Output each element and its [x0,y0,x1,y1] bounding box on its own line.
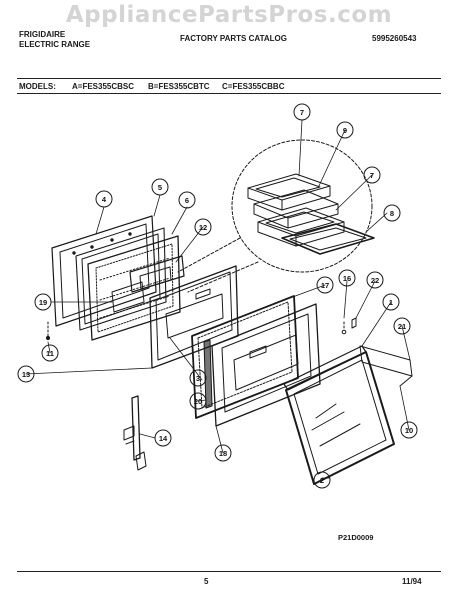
brand-label: FRIGIDAIRE [19,30,66,39]
door-wrapper-part-17 [191,295,299,419]
glass-pack-7-upper [247,173,331,211]
catalog-title: FACTORY PARTS CATALOG [180,34,287,43]
callout-8: 8 [390,209,394,218]
callout-7-lower: 7 [370,171,374,180]
insulation-part-6 [87,235,181,341]
callout-21: 21 [398,322,406,331]
callout-13: 13 [22,370,30,379]
outer-glass-part-2 [285,351,395,485]
models-top-rule [17,78,441,79]
page-number: 5 [204,577,209,586]
screw-part-11 [45,321,51,341]
callout-10: 10 [405,426,413,435]
callout-17: 17 [321,281,329,290]
detail-leader-lower [187,261,259,293]
glass-part-9 [253,189,339,229]
callout-6: 6 [185,196,189,205]
detail-circle [231,139,373,273]
models-bottom-rule [17,93,441,94]
callout-2: 2 [320,476,324,485]
callout-4: 4 [102,195,107,204]
door-trim-part-18 [211,303,321,427]
screw-part-22 [351,317,357,329]
product-label: ELECTRIC RANGE [19,40,91,49]
drawing-code: P21D0009 [338,533,374,542]
callout-9: 9 [343,126,347,135]
door-liner-part-4 [51,215,157,327]
trim-strip-part-21 [359,345,413,387]
callout-11: 11 [46,349,54,358]
callout-circles [17,103,418,489]
callout-20: 20 [194,397,202,406]
callout-19: 19 [39,298,47,307]
watermark: AppliancePartsPros.com [65,2,393,28]
glass-pack-7-lower [257,207,345,247]
bracket-part-19 [111,281,145,313]
footer-rule [17,571,441,572]
gasket-part-8 [281,223,375,255]
callout-18: 18 [219,449,227,458]
model-b: B=FES355CBTC [148,82,210,91]
model-c: C=FES355CBBC [222,82,285,91]
callout-14: 14 [159,434,168,443]
catalog-number: 5995260543 [372,34,417,43]
screw-part-16 [341,321,347,335]
revision-date: 11/94 [402,577,422,586]
detail-leader-upper [177,237,241,273]
callout-1: 1 [389,298,393,307]
callout-12: 12 [199,223,207,232]
callout-3: 3 [196,374,200,383]
models-label: MODELS: [19,82,56,91]
callout-16: 16 [343,274,351,283]
callout-5: 5 [158,183,162,192]
model-a: A=FES355CBSC [72,82,135,91]
hinge-part-14 [123,395,147,471]
callout-22: 22 [371,276,379,285]
callout-7-upper: 7 [300,108,304,117]
hinge-hardware-part-12 [129,255,185,293]
leader-lines [25,119,411,479]
